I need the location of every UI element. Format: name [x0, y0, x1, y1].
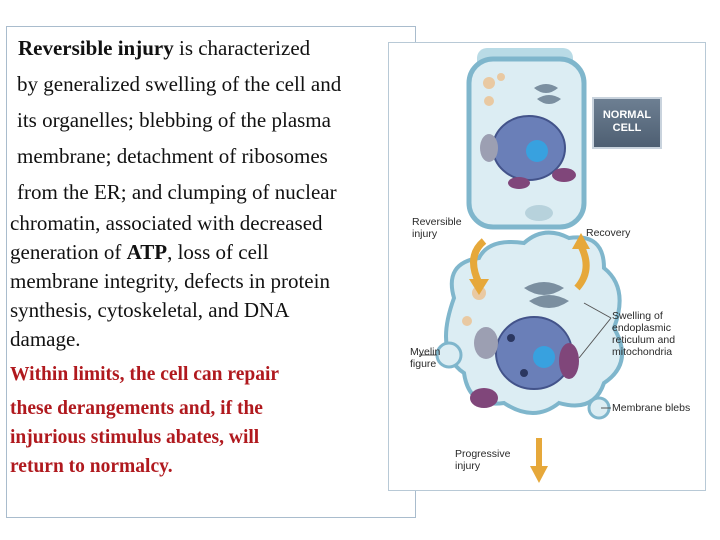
text-line-7: generation of ATP, loss of cell [10, 240, 269, 264]
recovery-arrow [574, 244, 590, 291]
term-reversible-injury: Reversible injury [18, 36, 174, 60]
text-line-8: membrane integrity, defects in protein [10, 269, 330, 293]
text-line-4: membrane; detachment of ribosomes [17, 144, 328, 168]
text-line-3: its organelles; blebbing of the plasma [17, 108, 331, 132]
recovery-label: Recovery [586, 227, 631, 239]
term-atp: ATP [126, 240, 168, 264]
red-line-4: return to normalcy. [10, 456, 173, 477]
normal-cell-illustration [466, 48, 587, 230]
text-line-5: from the ER; and clumping of nuclear [17, 180, 337, 204]
normal-cell-label: NORMAL CELL [592, 97, 662, 149]
text-line-9: synthesis, cytoskeletal, and DNA [10, 298, 290, 322]
red-line-2: these derangements and, if the [10, 398, 263, 419]
text-line-1: Reversible injury is characterized [18, 36, 311, 60]
text-line-6: chromatin, associated with decreased [10, 211, 323, 235]
membrane-blebs-label: Membrane blebs [612, 402, 691, 414]
text-line-2: by generalized swelling of the cell and [17, 72, 342, 96]
cell-injury-figure [419, 48, 624, 483]
red-line-1: Within limits, the cell can repair [10, 364, 280, 385]
injured-cell-illustration [435, 230, 624, 420]
reversible-arrow [470, 238, 487, 285]
red-line-3: injurious stimulus abates, will [10, 427, 260, 448]
text-line-10: damage. [10, 327, 81, 351]
